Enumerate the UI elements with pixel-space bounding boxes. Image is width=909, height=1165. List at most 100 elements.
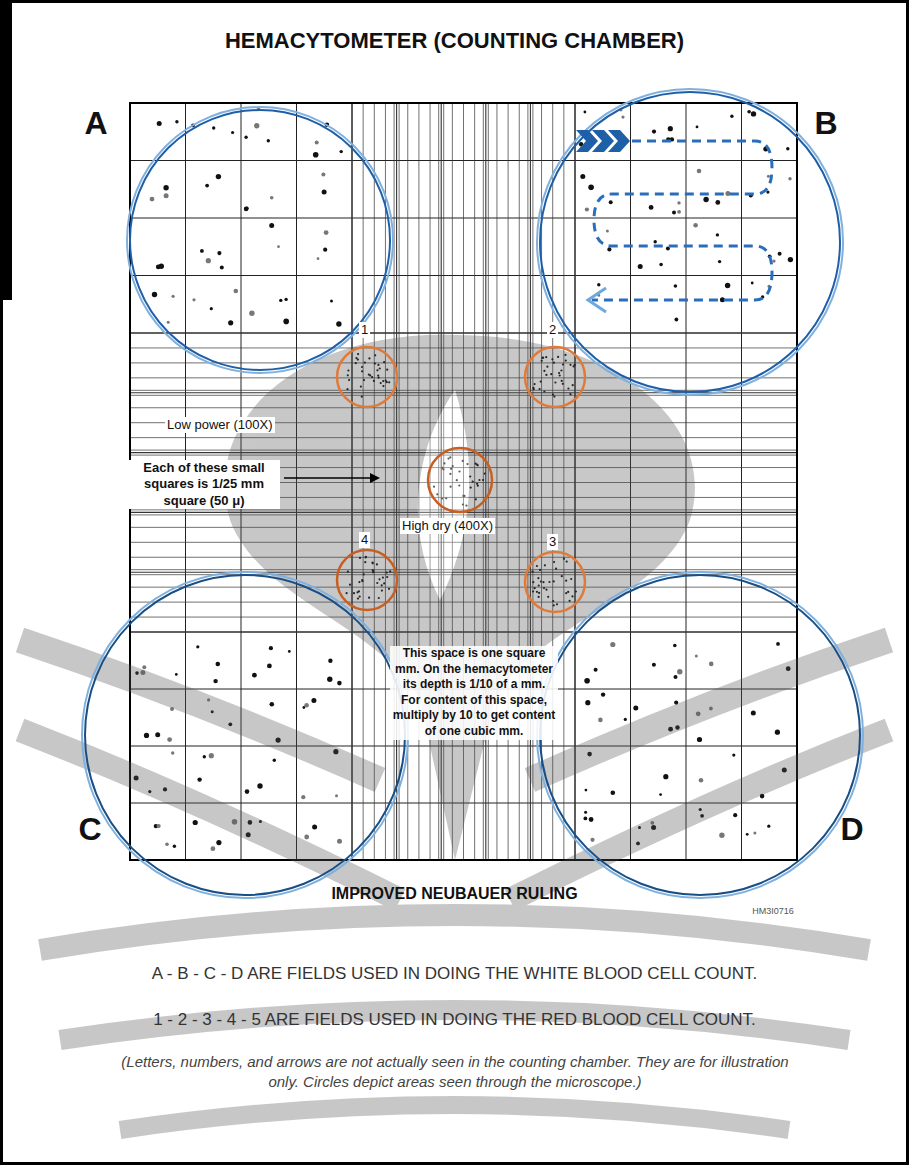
blood-cell: [249, 311, 254, 316]
blood-cell: [767, 175, 770, 178]
blood-cell: [206, 258, 211, 263]
blood-cell: [751, 111, 756, 116]
blood-cell: [172, 295, 175, 298]
blood-cell: [659, 263, 663, 267]
blood-cell: [277, 245, 280, 248]
field-circle: [540, 92, 840, 392]
blood-cell: [598, 718, 603, 723]
blood-cell: [328, 659, 332, 663]
blood-cell: [337, 681, 342, 686]
field-circle: [337, 347, 397, 407]
blood-cell: [584, 111, 587, 114]
blood-cell: [270, 196, 274, 200]
blood-cell: [699, 778, 704, 783]
blood-cell: [167, 321, 170, 324]
blood-cell: [674, 675, 678, 679]
blood-cell: [234, 289, 239, 294]
blood-cell: [786, 147, 789, 150]
field-circle: [82, 572, 408, 898]
blood-cell: [601, 692, 605, 696]
blood-cell: [695, 655, 698, 658]
blood-cell: [209, 753, 214, 758]
blood-cell: [609, 200, 613, 204]
blood-cell: [288, 650, 291, 653]
blood-cell: [732, 754, 735, 757]
blood-cell: [164, 193, 169, 198]
legend-note: A - B - C - D ARE FIELDS USED IN DOING T…: [0, 964, 909, 984]
blood-cell: [220, 266, 224, 270]
blood-cell: [213, 679, 217, 683]
blood-cell: [693, 223, 698, 228]
blood-cell: [703, 197, 708, 202]
magnification-label: High dry (400X): [400, 518, 495, 534]
blood-cell: [211, 846, 216, 851]
callout-number: 3: [547, 534, 558, 550]
blood-cell: [610, 642, 615, 647]
blood-cell: [324, 230, 329, 235]
blood-cell: [584, 811, 587, 814]
blood-cell: [675, 318, 679, 322]
blood-cell: [340, 150, 343, 153]
blood-cell: [584, 817, 588, 821]
blood-cell: [159, 264, 164, 269]
blood-cell: [315, 140, 319, 144]
blood-cell: [746, 833, 749, 836]
blood-cell: [654, 240, 657, 243]
blood-cell: [245, 207, 248, 210]
blood-cell: [257, 783, 262, 788]
chevron: [576, 130, 598, 152]
blood-cell: [311, 698, 316, 703]
blood-cell: [163, 185, 168, 190]
blood-cell: [175, 673, 178, 676]
blood-cell: [301, 795, 305, 799]
blood-cell: [697, 737, 702, 742]
arrow-head: [588, 288, 606, 312]
blood-cell: [696, 126, 699, 129]
field-circle: [85, 575, 405, 895]
blood-cell: [321, 172, 325, 176]
field-circle: [130, 110, 390, 370]
blood-cell: [216, 174, 221, 179]
field-letter: B: [806, 104, 846, 142]
blood-cell: [267, 664, 272, 669]
field-circle: [525, 552, 585, 612]
blood-cell: [725, 191, 730, 196]
blood-cell: [719, 833, 724, 838]
wbc-field-circles: [82, 89, 863, 898]
field-circle: [127, 107, 393, 373]
blood-cell: [210, 307, 213, 310]
field-letter: D: [832, 810, 872, 848]
blood-cell: [589, 817, 594, 822]
blood-cell: [659, 793, 662, 796]
blood-cell: [788, 257, 793, 262]
blood-cell: [150, 197, 155, 202]
blood-cell: [283, 319, 289, 325]
field-circle: [540, 575, 860, 895]
blood-cell: [747, 110, 751, 114]
arrow-head: [370, 473, 380, 483]
blood-cell: [772, 260, 775, 263]
blood-cell: [674, 284, 678, 288]
blood-cell: [335, 794, 338, 797]
blood-cell: [244, 207, 249, 212]
blood-cell: [606, 230, 609, 233]
magnification-label: Low power (100X): [165, 417, 275, 433]
blood-cell: [751, 282, 754, 285]
legend-note: 1 - 2 - 3 - 4 - 5 ARE FIELDS USED IN DOI…: [0, 1010, 909, 1030]
blood-cell: [157, 824, 161, 828]
blood-cell: [270, 702, 275, 707]
blood-cell: [775, 730, 780, 735]
blood-cell: [273, 759, 276, 762]
blood-cell: [336, 321, 341, 326]
blood-cell: [733, 813, 737, 817]
blood-cell: [304, 703, 309, 708]
blood-cell: [585, 700, 590, 705]
blood-cell: [715, 200, 720, 205]
blood-cell: [677, 201, 680, 204]
note: Each of these small squares is 1/25 mm s…: [128, 460, 280, 509]
blood-cell: [144, 733, 149, 738]
blood-cell: [751, 711, 756, 716]
blood-cell: [167, 737, 172, 742]
blood-cell: [192, 298, 195, 301]
blood-cell: [580, 174, 585, 179]
